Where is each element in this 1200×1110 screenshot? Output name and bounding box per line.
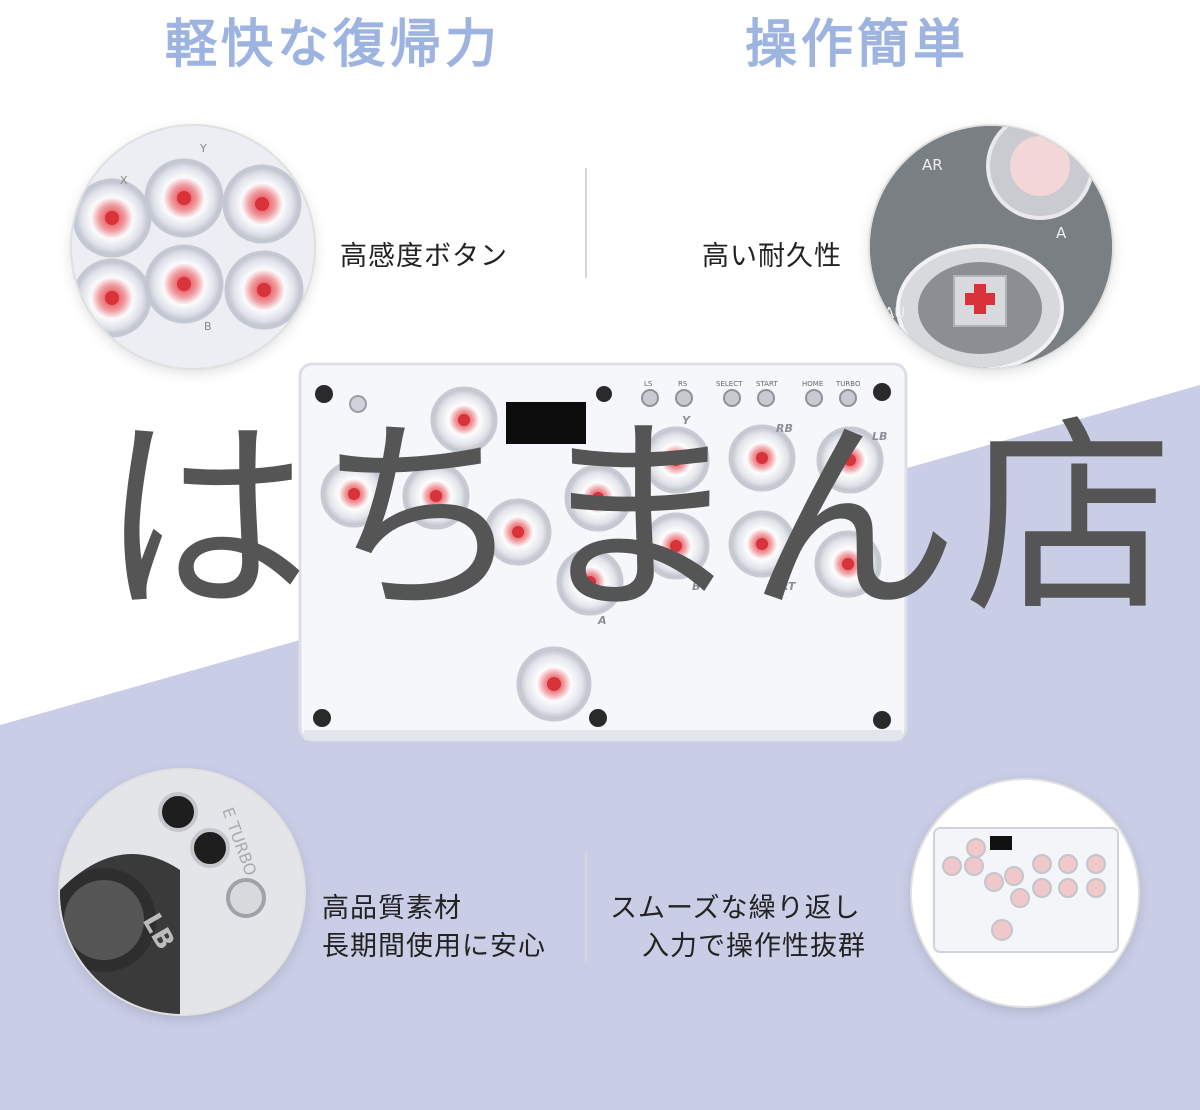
closeup-material-image: E TURBO LB <box>60 770 304 1014</box>
label-turbo: TURBO <box>835 380 861 388</box>
label-home: HOME <box>802 380 823 388</box>
closeup-label-ar: AR <box>922 156 943 174</box>
controller-board-image: LS RS SELECT START HOME TURBO <box>298 362 908 742</box>
label-a: A <box>597 614 607 627</box>
shop-watermark: はちまん店 <box>100 397 1181 642</box>
label-x: X <box>603 452 613 465</box>
label-select: SELECT <box>716 380 743 388</box>
closeup-label-y: Y <box>199 142 207 155</box>
label-rt: RT <box>780 580 797 593</box>
label-ls: LS <box>644 380 653 388</box>
heading-right: 操作簡単 <box>745 15 970 75</box>
label-rs: RS <box>678 380 688 388</box>
divider-bottom <box>585 852 587 962</box>
heading-left: 軽快な復帰力 <box>165 15 502 75</box>
label-rb: RB <box>776 422 793 435</box>
feature-durability: 高い耐久性 <box>702 241 842 272</box>
feature-material-line1: 高品質素材 <box>322 893 462 924</box>
label-start: START <box>756 380 778 388</box>
closeup-label-a: A <box>1056 224 1067 242</box>
label-lb: LB <box>872 430 887 443</box>
closeup-label-b: B <box>204 320 212 333</box>
closeup-board-image <box>912 780 1138 1006</box>
divider-top <box>585 168 587 278</box>
closeup-label-x: X <box>120 174 128 187</box>
closeup-buttons-image: X Y B <box>72 126 314 368</box>
label-b: B <box>692 580 700 593</box>
closeup-switch-image: AR A AU <box>870 126 1112 368</box>
feature-material-line2: 長期間使用に安心 <box>322 931 546 962</box>
feature-repeat-line2: 入力で操作性抜群 <box>642 931 866 962</box>
label-y: Y <box>682 414 691 427</box>
feature-high-sensitivity: 高感度ボタン <box>340 241 508 272</box>
feature-repeat-line1: スムーズな繰り返し <box>610 893 861 924</box>
